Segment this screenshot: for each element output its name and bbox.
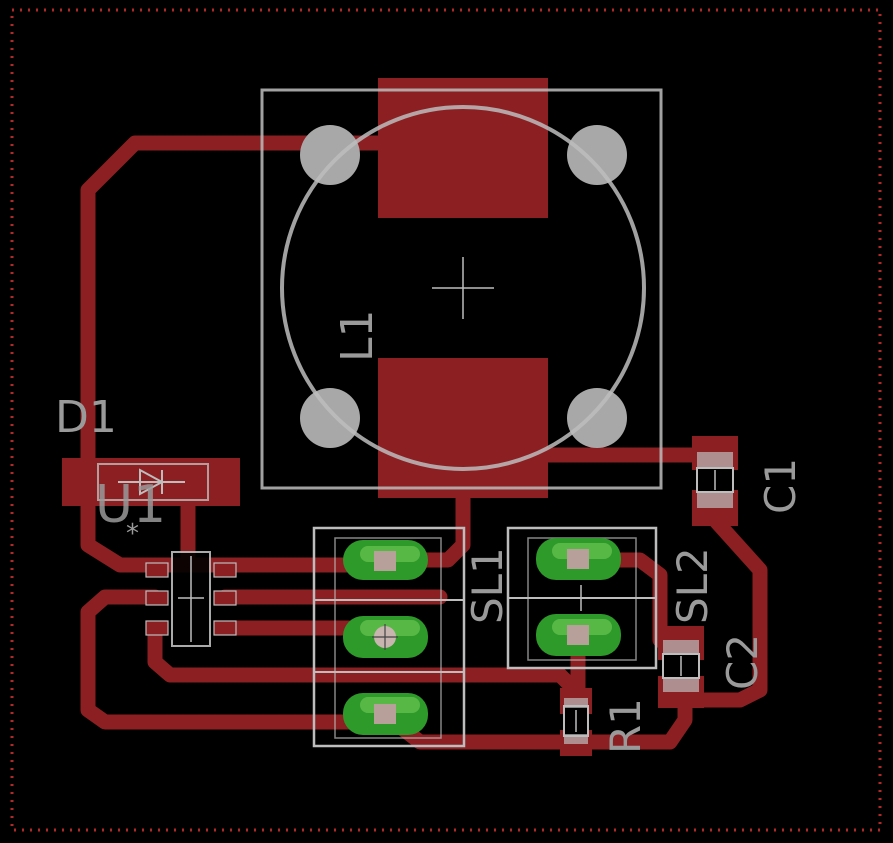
u1-pad-l2: [145, 590, 169, 606]
c2-silk-bottom: [663, 678, 699, 692]
resistor-r1: R1: [560, 688, 650, 756]
d1-silk-outline: [97, 463, 209, 501]
u1-pad-l1: [145, 562, 169, 578]
l1-mount-hole-tl: [300, 125, 360, 185]
sl1-label: SL1: [463, 547, 512, 624]
board-outline: [10, 8, 882, 832]
connector-sl1: SL1: [312, 526, 512, 748]
u1-pad-r3: [213, 620, 237, 636]
capacitor-c2: C2: [658, 626, 767, 708]
c1-silk-bottom: [697, 492, 733, 508]
capacitor-c1: C1: [692, 436, 805, 526]
trace-r1-c2: [567, 692, 693, 750]
l1-pad-top: [378, 78, 548, 218]
c2-label: C2: [718, 634, 767, 690]
l1-silk-outline: [260, 88, 663, 490]
trace-c1-c2: [677, 512, 768, 708]
trace-left-loop: [80, 589, 393, 730]
r1-silk-bottom: [564, 734, 588, 744]
sl2-pad-2: [536, 614, 621, 656]
c1-silk-top: [697, 452, 733, 468]
u1-pad-r1: [213, 562, 237, 578]
l1-silk-circle: [280, 105, 646, 471]
c2-silk-top: [663, 640, 699, 654]
diode-d1: D1: [55, 392, 240, 506]
sl1-pad-2: [343, 616, 428, 658]
r1-label: R1: [601, 698, 650, 754]
l1-mount-hole-br: [567, 388, 627, 448]
c1-label: C1: [756, 458, 805, 514]
l1-label: L1: [332, 309, 383, 362]
d1-diode-symbol: [139, 468, 165, 496]
connector-sl2: SL2: [506, 526, 717, 670]
sl2-label: SL2: [668, 547, 717, 624]
d1-label: D1: [55, 392, 117, 443]
sl2-pad-1: [536, 538, 621, 580]
u1-label: U1: [95, 475, 166, 535]
sl1-pad-3: [343, 693, 428, 735]
sl2-pad-1-drill: [567, 549, 589, 569]
sl1-pad-3-drill: [374, 704, 396, 724]
r1-silk-top: [564, 698, 588, 708]
inductor-l1: L1: [260, 78, 663, 498]
sl2-pad-2-drill: [567, 625, 589, 645]
sl1-pad-1-drill: [374, 551, 396, 571]
l1-pad-bottom: [378, 358, 548, 498]
u1-pin1-marker: *: [126, 519, 139, 549]
ic-u1: U1 *: [95, 475, 237, 647]
l1-mount-hole-tr: [567, 125, 627, 185]
sl1-outline: [312, 526, 466, 748]
u1-pad-r2: [213, 590, 237, 606]
sl1-pad-1: [343, 540, 428, 580]
sl1-inner: [334, 537, 442, 739]
l1-mount-hole-bl: [300, 388, 360, 448]
trace-u1-bottom: [147, 622, 583, 698]
u1-pad-l3: [145, 620, 169, 636]
